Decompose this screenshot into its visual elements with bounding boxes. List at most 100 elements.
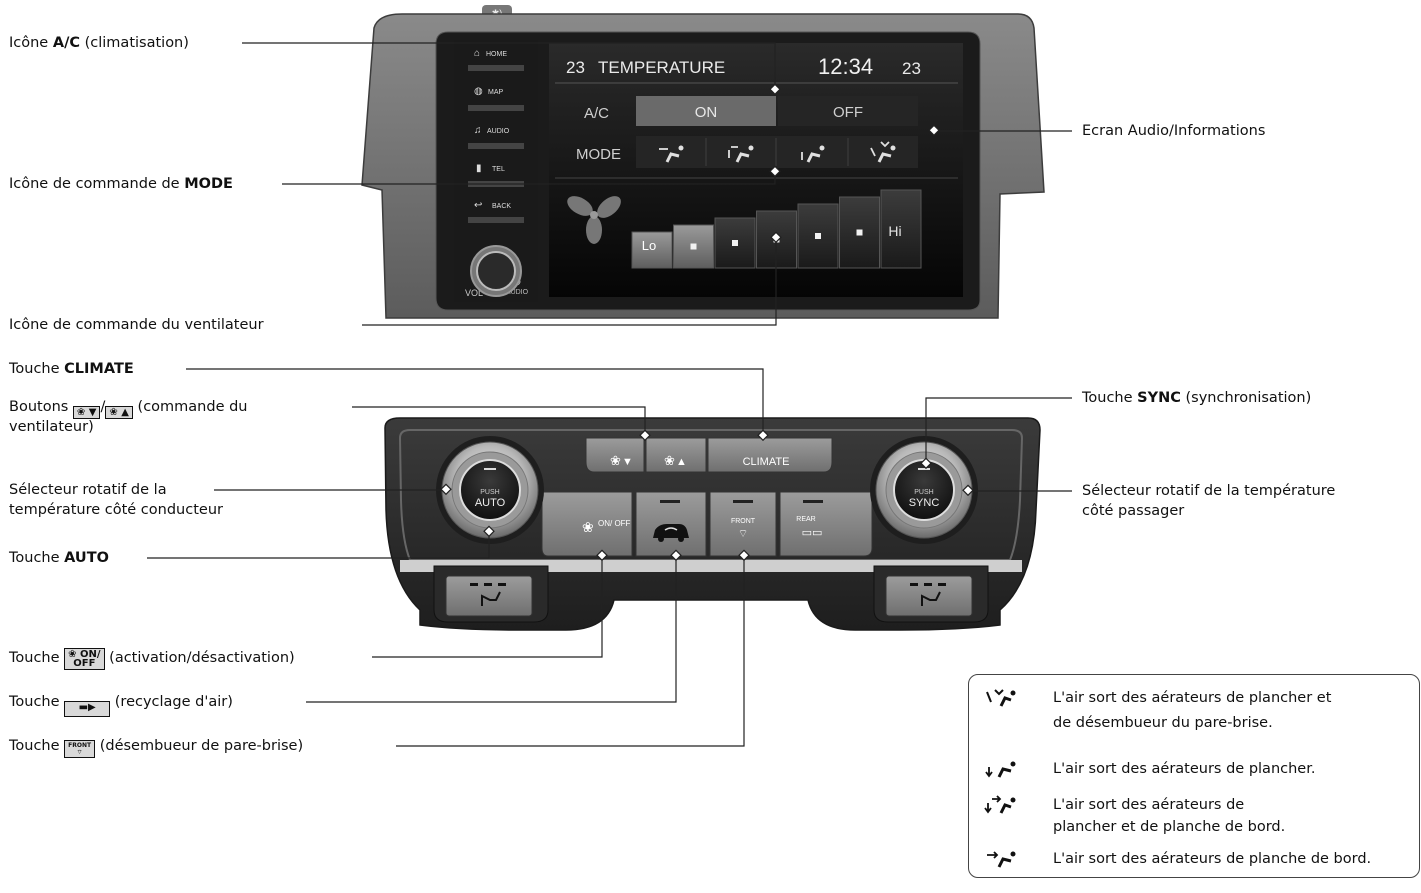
label-sync-button: Touche SYNC (synchronisation): [1082, 389, 1311, 408]
mode-dashboard-icon[interactable]: [659, 145, 684, 163]
left-seat-heater-button[interactable]: [445, 575, 533, 617]
fan-level-1[interactable]: [631, 231, 673, 269]
label-sync-key: SYNC: [1137, 390, 1181, 406]
fan-down-arrow: ▼: [622, 456, 633, 468]
rear-defrost-icon: ▭▭: [802, 527, 823, 539]
label-fan-icon: Icône de commande du ventilateur: [9, 317, 264, 333]
back-icon: ↩: [474, 200, 482, 211]
label-auto-pre: Touche: [9, 550, 65, 566]
vol-label: VOL: [465, 288, 483, 298]
onoff-label: ON/ OFF: [598, 519, 631, 528]
legend-text-3b: plancher et de planche de bord.: [1053, 819, 1286, 835]
clock: 12:34: [818, 54, 873, 79]
label-driver-dial-line2: température côté conducteur: [9, 502, 223, 518]
driver-push-label: PUSH: [480, 489, 499, 496]
label-passenger-dial-line1: Sélecteur rotatif de la température: [1082, 483, 1336, 499]
label-onoff-post: (activation/désactivation): [104, 650, 295, 666]
temp-right: 23: [902, 59, 921, 78]
label-mode-key: MODE: [184, 176, 233, 192]
label-onoff-pre: Touche: [9, 650, 65, 666]
rear-label: REAR: [796, 516, 815, 523]
passenger-temperature-dial[interactable]: [870, 436, 978, 544]
fan-up-button[interactable]: [645, 437, 707, 473]
dashboard-mode-icon: [987, 851, 1016, 868]
label-fan-buttons-pre: Boutons: [9, 399, 73, 415]
label-onoff-button: Touche ❀ ON/OFF (activation/désactivatio…: [9, 648, 295, 670]
right-seat-heater-button[interactable]: [885, 575, 973, 617]
ac-on-button[interactable]: [636, 96, 776, 126]
mode-label: MODE: [576, 146, 621, 163]
fan-level-dot: [856, 229, 863, 236]
fan-hi-label: Hi: [888, 223, 901, 239]
side-button-back[interactable]: [468, 217, 524, 223]
driver-temperature-dial[interactable]: [436, 436, 544, 544]
ac-on-label: ON: [695, 104, 718, 121]
passenger-push-label: PUSH: [914, 489, 933, 496]
label-driver-dial-line1: Sélecteur rotatif de la: [9, 482, 167, 498]
label-ac-pre: Icône: [9, 35, 53, 51]
fan-level-dot: [732, 240, 738, 246]
airflow-mode-legend: L'air sort des aérateurs de plancher et …: [968, 674, 1420, 878]
climate-button[interactable]: [707, 437, 833, 473]
audio-power-label: AUDIO: [506, 289, 529, 296]
label-ac-key: A/C: [52, 35, 81, 51]
label-climate-button: Touche CLIMATE: [9, 360, 134, 379]
label-mode-icon: Icône de commande de MODE: [9, 175, 233, 194]
fan-level-7[interactable]: [880, 189, 922, 269]
front-defrost-indicator: [733, 500, 753, 503]
legend-text-3a: L'air sort des aérateurs de: [1053, 797, 1245, 813]
temp-left: 23: [566, 58, 585, 77]
fan-down-button[interactable]: [585, 437, 645, 473]
home-icon: ⌂: [474, 48, 480, 59]
fan-level-6[interactable]: [839, 196, 880, 269]
label-climate-pre: Touche: [9, 361, 65, 377]
fan-icon: [567, 196, 621, 244]
side-label-back: BACK: [492, 203, 511, 210]
fan-up-arrow: ▲: [676, 456, 687, 468]
screen-title: TEMPERATURE: [598, 58, 725, 77]
side-button-home[interactable]: [468, 65, 524, 71]
label-passenger-dial-line2: côté passager: [1082, 503, 1185, 519]
label-recirc-post: (recyclage d'air): [110, 694, 233, 710]
recirculation-key-icon: ▬▶: [64, 701, 111, 717]
mode-floor-dashboard-icon[interactable]: [728, 145, 754, 163]
legend-text-2: L'air sort des aérateurs de plancher.: [1053, 761, 1316, 777]
volume-knob[interactable]: [470, 245, 522, 297]
ac-label: A/C: [584, 105, 609, 122]
fan-level-dot: [815, 233, 821, 239]
label-climate-key: CLIMATE: [64, 361, 134, 377]
label-ac-post: (climatisation): [80, 35, 189, 51]
side-label-map: MAP: [488, 89, 504, 96]
fan-onoff-icon: ❀: [582, 519, 594, 535]
ac-off-button[interactable]: [778, 96, 918, 126]
rear-defrost-button[interactable]: [779, 491, 873, 557]
label-defrost-button: Touche FRONT⌔ (désembueur de pare-brise): [9, 737, 303, 758]
recirc-indicator: [660, 500, 680, 503]
fan-up-icon: ❀: [664, 453, 675, 468]
legend-text-1a: L'air sort des aérateurs de plancher et: [1053, 690, 1332, 706]
mode-floor-defrost-icon[interactable]: [870, 141, 896, 163]
side-label-home: HOME: [486, 51, 507, 58]
leader-points: [440, 83, 974, 562]
fan-lo-label: Lo: [642, 238, 656, 253]
label-sync-post: (synchronisation): [1180, 390, 1312, 406]
fan-level-control[interactable]: [631, 189, 922, 269]
side-label-tel: TEL: [492, 166, 505, 173]
front-defrost-key-icon: FRONT⌔: [64, 740, 96, 758]
mode-floor-icon[interactable]: [801, 145, 825, 163]
legend-text-1b: de désembueur du pare-brise.: [1053, 715, 1273, 731]
side-button-map[interactable]: [468, 105, 524, 111]
fan-onoff-key-icon: ❀ ON/OFF: [64, 648, 105, 670]
music-icon: ♫: [474, 125, 482, 136]
seat-heater-indicators: [470, 583, 946, 586]
seat-heater-icon: [481, 591, 941, 606]
side-button-audio[interactable]: [468, 143, 524, 149]
fan-up-key-icon: ❀ ▲: [105, 406, 133, 419]
top-tab-icon: ✱): [492, 8, 503, 18]
auto-label: AUTO: [475, 497, 506, 509]
climate-control-panel: [384, 417, 1041, 631]
label-defrost-post: (désembueur de pare-brise): [95, 738, 304, 754]
floor-mode-icon: [985, 761, 1016, 778]
audio-information-screen: ✱): [361, 5, 1045, 319]
map-icon: ◍: [474, 86, 483, 97]
